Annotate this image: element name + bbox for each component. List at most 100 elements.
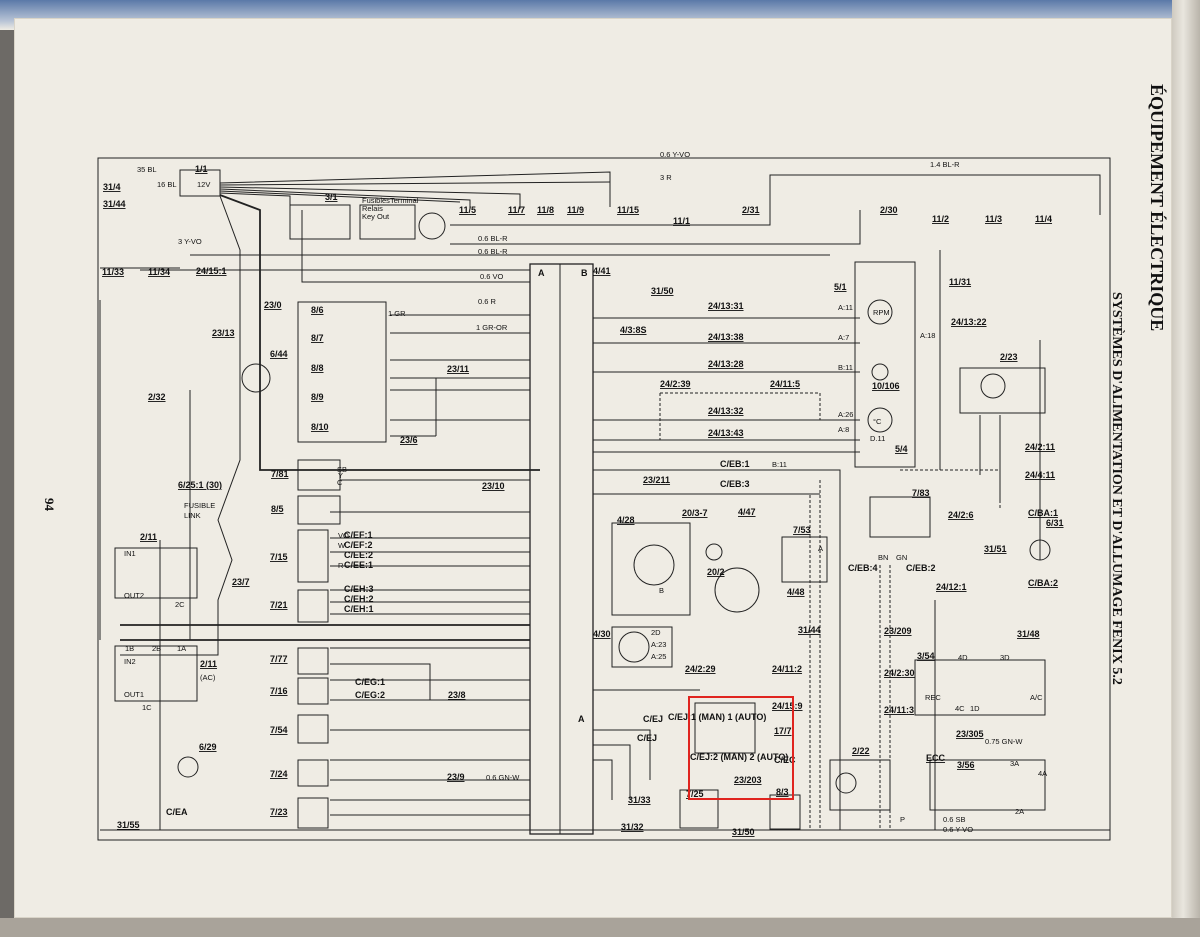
- fuse-plate-text: Key Out: [362, 212, 390, 221]
- connector-label: C/EH:1: [344, 604, 374, 614]
- component-label: 1/1: [195, 164, 208, 174]
- diagram-text: 2C: [175, 600, 185, 609]
- connector-label: C/EB:4: [848, 563, 878, 573]
- fuse-plate-text: Relais: [362, 204, 383, 213]
- component-label: 24/2:29: [685, 664, 716, 674]
- wire-label: 3 R: [660, 173, 672, 182]
- connector-label: C/EC: [774, 755, 796, 765]
- component-label: 2/11: [200, 659, 217, 669]
- component-label: 17/7: [774, 726, 792, 736]
- component-label: 3/56: [957, 760, 975, 770]
- diagram-text: 3A: [1010, 759, 1019, 768]
- component-label: 4/30: [593, 629, 611, 639]
- diagram-text: R: [338, 561, 344, 570]
- component-label: ECC: [926, 753, 946, 763]
- component-label: 31/48: [1017, 629, 1040, 639]
- component-label: 24/2:11: [1025, 442, 1055, 452]
- component-label: 24/2:39: [660, 379, 691, 389]
- connector-label: C/EF:2: [344, 540, 373, 550]
- component-label: 7/16: [270, 686, 288, 696]
- component-label: 24/13:32: [708, 406, 744, 416]
- component-label: 6/29: [199, 742, 217, 752]
- component-label: 7/81: [271, 469, 289, 479]
- component-label: 31/55: [117, 820, 140, 830]
- component-label: 7/53: [793, 525, 811, 535]
- diagram-text: Y: [338, 471, 343, 480]
- diagram-text: 4A: [1038, 769, 1047, 778]
- component-label: 7/83: [912, 488, 930, 498]
- diagram-text: (AC): [200, 673, 216, 682]
- diagram-text: REC: [925, 693, 941, 702]
- connector-label: C/EB:2: [906, 563, 936, 573]
- component-label: 31/51: [984, 544, 1007, 554]
- component-label: 24/15:9: [772, 701, 803, 711]
- component-label: 7/21: [270, 600, 288, 610]
- wire-label: 0.6 VO: [480, 272, 504, 281]
- component-label: 5/1: [834, 282, 847, 292]
- component-label: 4/28: [617, 515, 635, 525]
- component-label: 11/33: [102, 267, 124, 277]
- component-label: 23/11: [447, 364, 469, 374]
- component-label: 4/41: [593, 266, 611, 276]
- connector-label: C/EJ:2 (MAN) 2 (AUTO): [690, 752, 788, 762]
- component-label: 6/25:1 (30): [178, 480, 222, 490]
- diagram-text: OUT1: [124, 690, 144, 699]
- instrument-cluster: [854, 261, 916, 468]
- scanner-edge-bottom: [0, 918, 1200, 937]
- diagram-text: IN2: [124, 657, 136, 666]
- component-label: 24/4:11: [1025, 470, 1055, 480]
- component-label: 20/2: [707, 567, 725, 577]
- component-label: 24/11:3: [884, 705, 914, 715]
- component-label: 24/12:1: [936, 582, 967, 592]
- component-label: 11/3: [985, 214, 1002, 224]
- diagram-text: A:25: [651, 652, 666, 661]
- connector-label: C/EJ: [643, 714, 663, 724]
- ecu-column-b: B: [581, 268, 588, 278]
- diagram-text: B: [659, 586, 664, 595]
- ecu-block: [529, 263, 594, 835]
- component-label: 24/15:1: [196, 266, 227, 276]
- component-label: 24/13:22: [951, 317, 987, 327]
- component-label: 2/31: [742, 205, 760, 215]
- diagram-text: 0.6 Y-VO: [943, 825, 973, 834]
- component-label: 2/23: [1000, 352, 1018, 362]
- connector-label: C/EF:1: [344, 530, 373, 540]
- connector-label: C/EH:2: [344, 594, 374, 604]
- component-label: 23/203: [734, 775, 762, 785]
- component-label: 23/9: [447, 772, 465, 782]
- diagram-text: 2A: [1015, 807, 1024, 816]
- component-label: 11/8: [537, 205, 554, 215]
- ecu-lower-a: A: [578, 714, 585, 724]
- wire-label: 35 BL: [137, 165, 157, 174]
- diagram-text: °C: [873, 417, 882, 426]
- component-label: 11/2: [932, 214, 949, 224]
- diagram-text: 2D: [651, 628, 661, 637]
- wire-label: 1 GR: [388, 309, 406, 318]
- connector-label: C/EG:1: [355, 677, 385, 687]
- diagram-text: 0.6 SB: [943, 815, 966, 824]
- wire-label: 0.6 Y-VO: [660, 150, 690, 159]
- component-label: 20/3-7: [682, 508, 708, 518]
- component-label: 23/7: [232, 577, 250, 587]
- diagram-text: 0.6 GN-W: [486, 773, 520, 782]
- component-label: 31/44: [103, 199, 126, 209]
- ecu-column-a: A: [538, 268, 545, 278]
- component-label: 4/48: [787, 587, 805, 597]
- component-label: C/BA:2: [1028, 578, 1058, 588]
- component-label: 11/1: [673, 216, 690, 226]
- diagram-text: A:7: [838, 333, 849, 342]
- component-label: 23/209: [884, 626, 912, 636]
- diagram-text: IN1: [124, 549, 136, 558]
- component-label: 24/13:28: [708, 359, 744, 369]
- diagram-text: D.11: [870, 434, 885, 443]
- wire-label: 12V: [197, 180, 210, 189]
- wire-label: 0.6 BL-R: [478, 234, 508, 243]
- component-label: 23/10: [482, 481, 505, 491]
- diagram-text: 1C: [142, 703, 152, 712]
- component-label: 31/50: [651, 286, 674, 296]
- component-label: 24/2:30: [884, 668, 915, 678]
- diagram-text: P: [900, 815, 905, 824]
- connector-label: C/EJ:1 (MAN) 1 (AUTO): [668, 712, 766, 722]
- component-label: 11/31: [949, 277, 971, 287]
